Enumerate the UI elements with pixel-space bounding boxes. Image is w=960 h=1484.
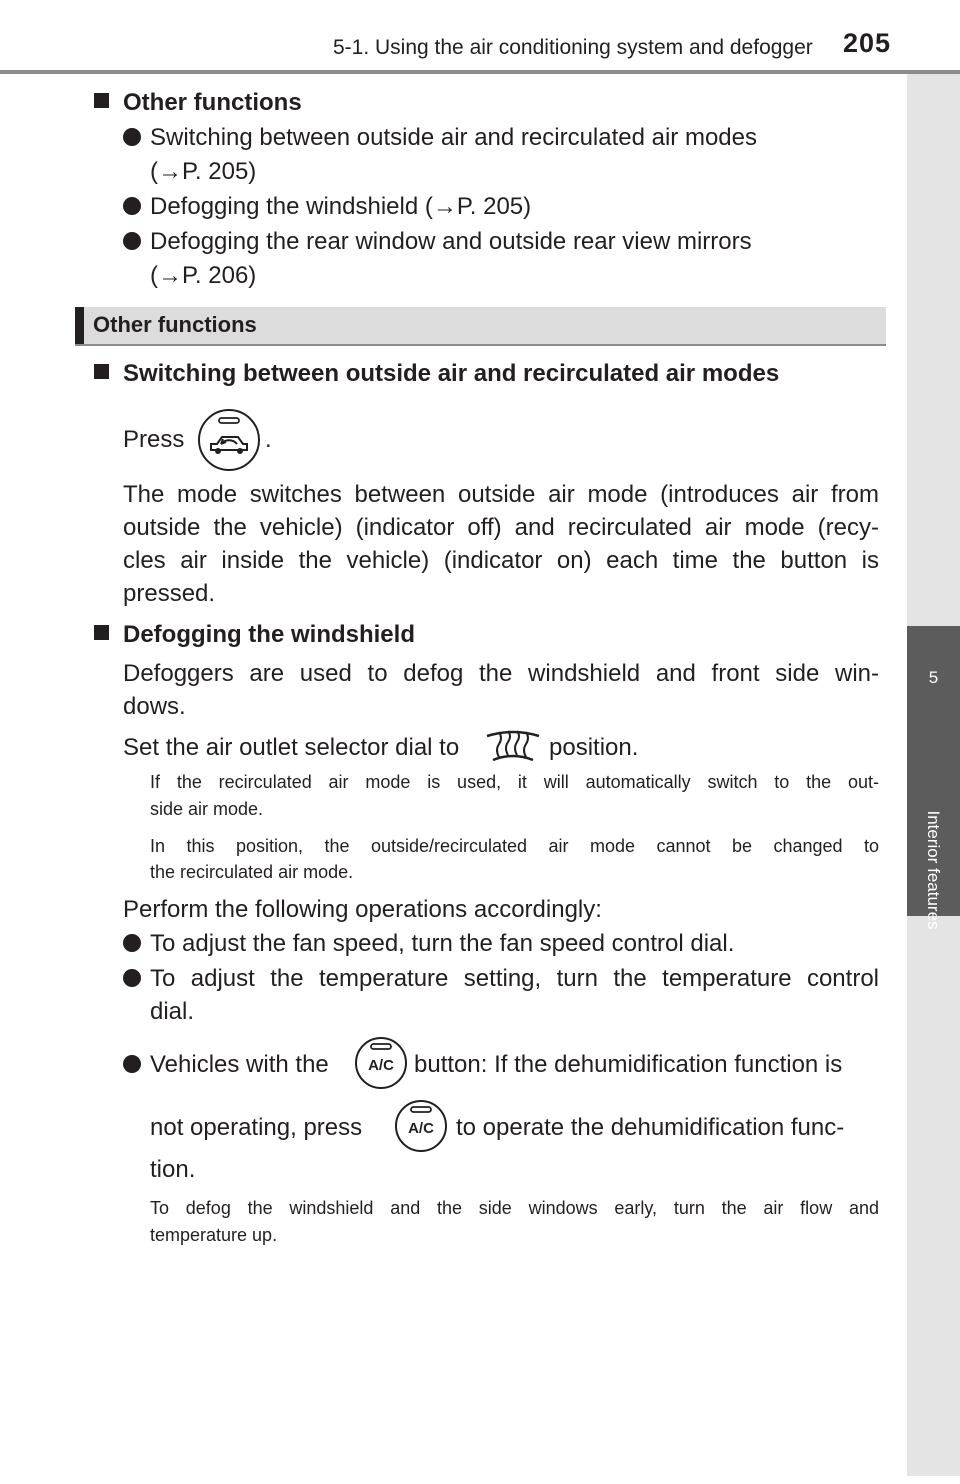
section-title-box: Other functions	[75, 307, 886, 344]
chapter-number: 5	[928, 668, 939, 687]
paragraph-line: cles air inside the vehicle) (indicator …	[123, 547, 879, 574]
press-label: Press	[123, 426, 185, 453]
list-item	[123, 1051, 150, 1081]
svg-text:A/C: A/C	[368, 1057, 394, 1074]
press-suffix: .	[265, 426, 272, 453]
chapter-title: Interior features	[924, 810, 943, 930]
square-bullet-icon	[94, 93, 109, 108]
note-line: In this position, the outside/recirculat…	[150, 836, 879, 856]
windshield-defog-icon	[484, 728, 542, 769]
note-line: temperature up.	[150, 1225, 278, 1245]
paragraph-line: dows.	[123, 693, 186, 720]
ac-button-icon: A/C	[394, 1099, 448, 1158]
paragraph-line: The mode switches between outside air mo…	[123, 481, 879, 508]
bullet-icon	[123, 934, 141, 952]
ac-button-icon: A/C	[354, 1036, 408, 1095]
paragraph-line: outside the vehicle) (indicator off) and…	[123, 514, 879, 541]
square-bullet-icon	[94, 364, 109, 379]
note-line: the recirculated air mode.	[150, 862, 354, 882]
bullet-icon	[123, 128, 141, 146]
ac-text: Vehicles with the	[150, 1051, 329, 1078]
ac-text: button: If the dehumidification function…	[414, 1051, 843, 1078]
set-dial-text: Set the air outlet selector dial to	[123, 734, 460, 761]
note-line: If the recirculated air mode is used, it…	[150, 772, 879, 792]
bullet-icon	[123, 197, 141, 215]
square-bullet-icon	[94, 625, 109, 640]
bullet-icon	[123, 232, 141, 250]
paragraph-line: Defoggers are used to defog the windshie…	[123, 660, 879, 687]
note-line: side air mode.	[150, 799, 264, 819]
set-dial-suffix: position.	[549, 734, 639, 761]
ac-text: to operate the dehumidification func-	[456, 1114, 845, 1141]
side-tab-lower	[907, 916, 960, 1476]
running-header: 5-1. Using the air conditioning system a…	[333, 36, 813, 59]
ac-text: not operating, press	[150, 1114, 363, 1141]
ac-text: tion.	[150, 1156, 196, 1183]
section-bar	[75, 307, 84, 344]
recirculation-button-icon	[197, 408, 261, 477]
bullet-icon	[123, 1055, 141, 1073]
bullet-icon	[123, 969, 141, 987]
svg-text:A/C: A/C	[408, 1120, 434, 1137]
page-reference[interactable]: (→P. 206)	[150, 262, 257, 289]
header-rule	[0, 70, 960, 74]
page-number: 205	[843, 28, 892, 58]
side-tab-upper	[907, 74, 960, 626]
perform-text: Perform the following operations accordi…	[123, 896, 602, 923]
list-item-continued: dial.	[150, 998, 195, 1025]
section-rule	[75, 344, 886, 346]
page-reference[interactable]: (→P. 205)	[150, 158, 257, 185]
paragraph-line: pressed.	[123, 580, 216, 607]
side-tab-chapter	[907, 626, 960, 916]
section-title: Other functions	[93, 312, 257, 337]
note-line: To defog the windshield and the side win…	[150, 1198, 879, 1218]
